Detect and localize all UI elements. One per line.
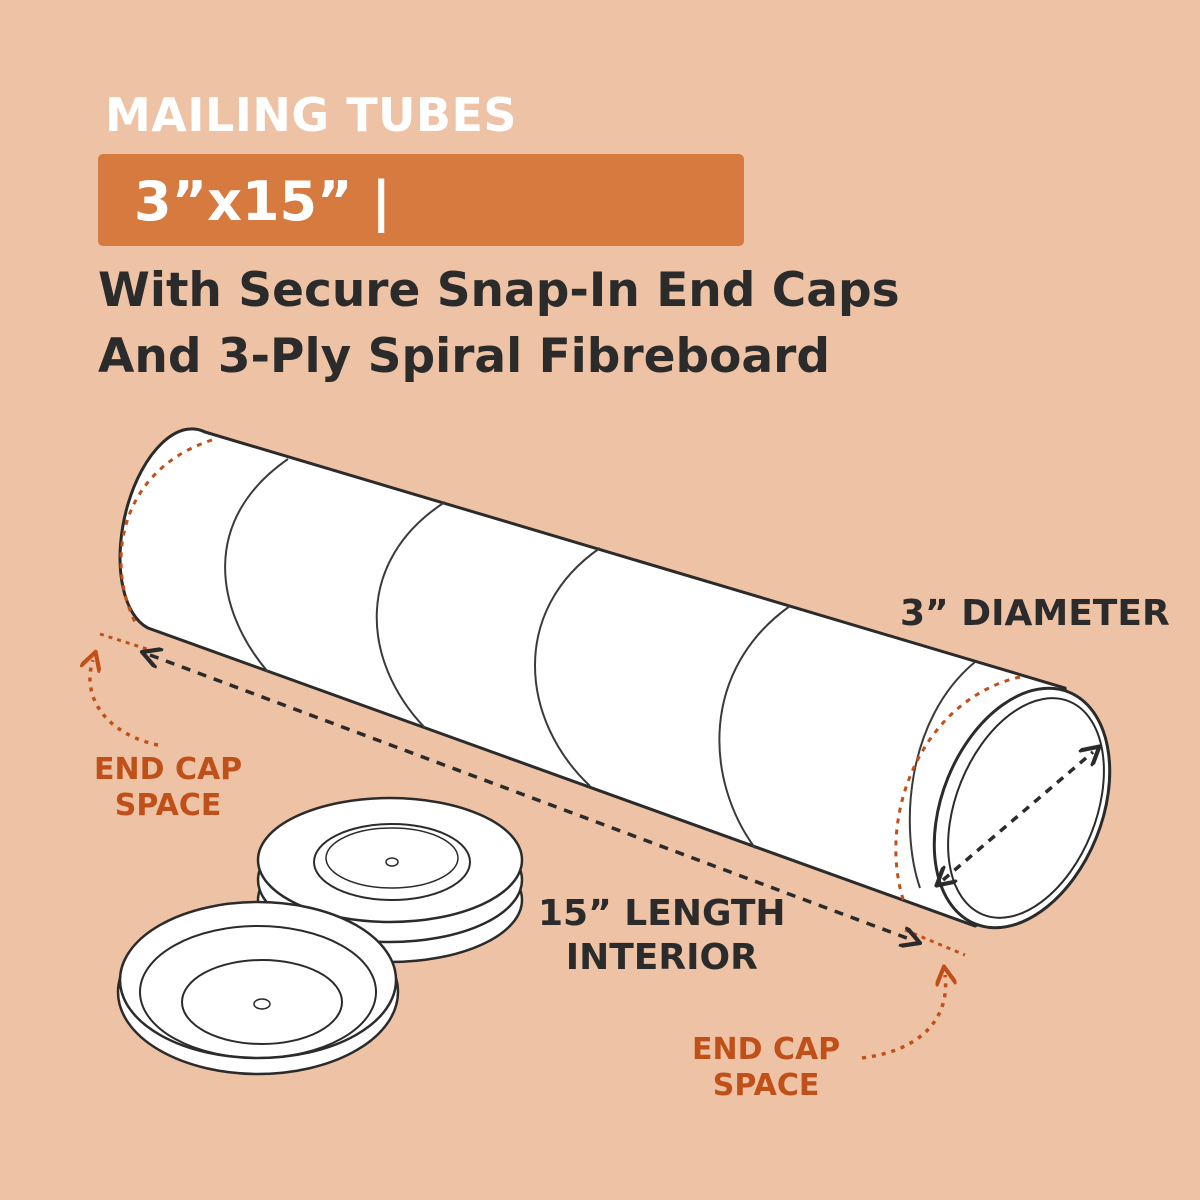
end-cap-space-label-right: END CAP SPACE <box>692 1032 840 1104</box>
end-cap-band-left <box>119 438 213 623</box>
length-label-line-1: 15” LENGTH <box>538 893 786 934</box>
size-banner: 3”x15” | <box>98 154 744 246</box>
end-cap-right-line-1: END CAP <box>692 1032 841 1067</box>
length-label-line-2: INTERIOR <box>565 937 758 978</box>
category-heading: MAILING TUBES <box>105 88 518 142</box>
diameter-arrow <box>943 752 1093 880</box>
diameter-label: 3” DIAMETER <box>900 593 1170 634</box>
end-cap-tick-left <box>99 632 151 652</box>
end-cap-tick-right <box>904 928 966 957</box>
end-cap-left-line-1: END CAP <box>94 752 243 787</box>
end-cap-right-line-2: SPACE <box>712 1068 820 1103</box>
end-cap-pointer-right <box>861 975 946 1060</box>
subtitle-line-2: And 3-Ply Spiral Fibreboard <box>98 329 830 384</box>
end-cap-left-line-2: SPACE <box>114 788 222 823</box>
end-cap-pointer-left <box>90 660 159 747</box>
end-cap-bottom <box>116 900 400 1076</box>
subtitle: With Secure Snap-In End Caps And 3-Ply S… <box>98 258 900 390</box>
subtitle-line-1: With Secure Snap-In End Caps <box>98 263 900 318</box>
end-cap-space-label-left: END CAP SPACE <box>94 752 242 824</box>
length-label: 15” LENGTH INTERIOR <box>538 892 786 980</box>
size-text: 3”x15” | <box>134 170 392 233</box>
